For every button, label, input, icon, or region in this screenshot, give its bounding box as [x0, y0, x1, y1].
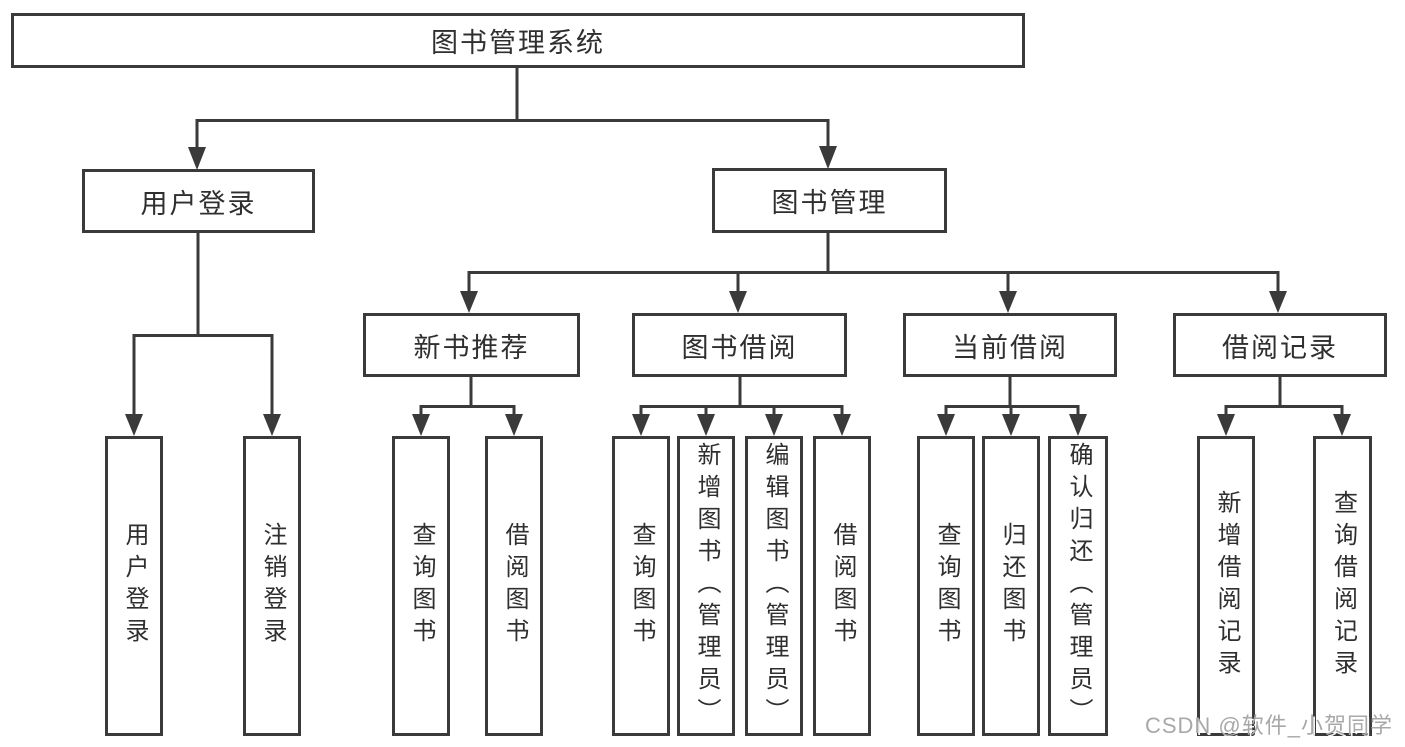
node-label: 图书管理 — [771, 188, 888, 218]
node-new-book-recommend: 新书推荐 — [363, 313, 580, 377]
leaf-label: 查询图书 — [408, 522, 435, 650]
leaf-logout: 注销登录 — [243, 436, 301, 736]
node-root-label: 图书管理系统 — [431, 28, 605, 58]
arrowheads — [125, 146, 1351, 436]
node-label: 图书借阅 — [681, 332, 798, 363]
leaf-return-books: 归还图书 — [982, 436, 1040, 736]
leaf-confirm-return-admin: 确认归还（管理员） — [1048, 436, 1108, 736]
leaf-edit-book-admin: 编辑图书（管理员） — [745, 436, 803, 736]
node-borrow-records: 借阅记录 — [1173, 313, 1387, 377]
csdn-watermark: CSDN @软件_小贺同学 — [1144, 713, 1393, 738]
leaf-label: 归还图书 — [998, 522, 1025, 650]
leaf-label: 新增借阅记录 — [1213, 490, 1240, 682]
node-book-borrowing: 图书借阅 — [632, 313, 847, 377]
node-book-management: 图书管理 — [712, 168, 947, 233]
node-label: 用户登录 — [140, 188, 257, 219]
node-current-borrowing: 当前借阅 — [903, 313, 1117, 377]
leaf-label: 编辑图书（管理员） — [761, 442, 788, 730]
leaf-query-books-borrowing: 查询图书 — [612, 436, 670, 736]
leaf-label: 借阅图书 — [501, 522, 528, 650]
leaf-label: 查询借阅记录 — [1329, 490, 1357, 682]
leaf-add-book-admin: 新增图书（管理员） — [677, 436, 735, 736]
leaf-query-borrow-record: 查询借阅记录 — [1313, 436, 1372, 736]
leaf-borrow-books-recommend: 借阅图书 — [485, 436, 543, 736]
leaf-label: 新增图书（管理员） — [693, 442, 720, 730]
leaf-borrow-books: 借阅图书 — [813, 436, 871, 736]
leaf-query-books-recommend: 查询图书 — [392, 436, 450, 736]
leaf-user-login: 用户登录 — [105, 436, 163, 736]
leaf-label: 确认归还（管理员） — [1065, 442, 1092, 730]
leaf-query-books-current: 查询图书 — [917, 436, 975, 736]
node-label: 借阅记录 — [1222, 332, 1338, 363]
node-label: 当前借阅 — [952, 332, 1068, 363]
node-root: 图书管理系统 — [11, 13, 1025, 68]
leaf-add-borrow-record: 新增借阅记录 — [1197, 436, 1255, 736]
leaf-label: 借阅图书 — [829, 522, 856, 650]
leaf-label: 查询图书 — [628, 522, 655, 650]
leaf-label: 注销登录 — [259, 522, 286, 650]
leaf-label: 用户登录 — [121, 522, 148, 650]
node-label: 新书推荐 — [413, 332, 530, 363]
leaf-label: 查询图书 — [933, 522, 960, 650]
node-user-login: 用户登录 — [82, 169, 315, 233]
